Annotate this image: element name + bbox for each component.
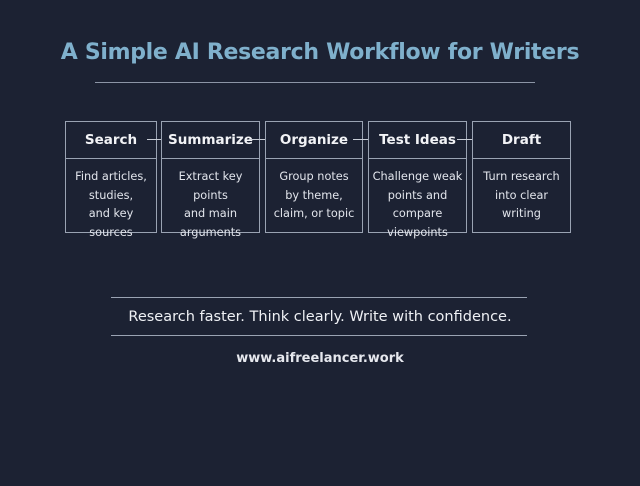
step-organize: Organize Group notes by theme, claim, or… <box>265 121 363 233</box>
right-arrow-icon <box>249 139 272 140</box>
tagline-top-divider <box>111 297 527 298</box>
title-divider <box>95 82 535 83</box>
step-label: Draft <box>473 122 570 159</box>
step-draft: Draft Turn research into clear writing <box>472 121 571 233</box>
step-description: Find articles, studies, and key sources <box>75 170 147 239</box>
tagline-bottom-divider <box>111 335 527 336</box>
step-test-ideas: Test Ideas Challenge weak points and com… <box>368 121 467 239</box>
right-arrow-icon <box>353 139 375 140</box>
step-description: Group notes by theme, claim, or topic <box>273 170 355 220</box>
step-summarize: Summarize Extract key points and main ar… <box>161 121 260 239</box>
right-arrow-icon <box>147 139 168 140</box>
step-description: Challenge weak points and compare viewpo… <box>372 170 463 239</box>
step-label: Organize <box>266 122 362 159</box>
page-title: A Simple AI Research Workflow for Writer… <box>60 40 580 65</box>
step-label: Summarize <box>162 122 259 159</box>
tagline: Research faster. Think clearly. Write wi… <box>128 309 512 325</box>
website-url: www.aifreelancer.work <box>236 351 404 366</box>
step-label: Test Ideas <box>369 122 466 159</box>
step-label: Search <box>66 122 156 159</box>
step-description: Turn research into clear writing <box>483 170 560 220</box>
step-description: Extract key points and main arguments <box>178 170 243 239</box>
step-search: Search Find articles, studies, and key s… <box>65 121 157 239</box>
right-arrow-icon <box>457 139 479 140</box>
